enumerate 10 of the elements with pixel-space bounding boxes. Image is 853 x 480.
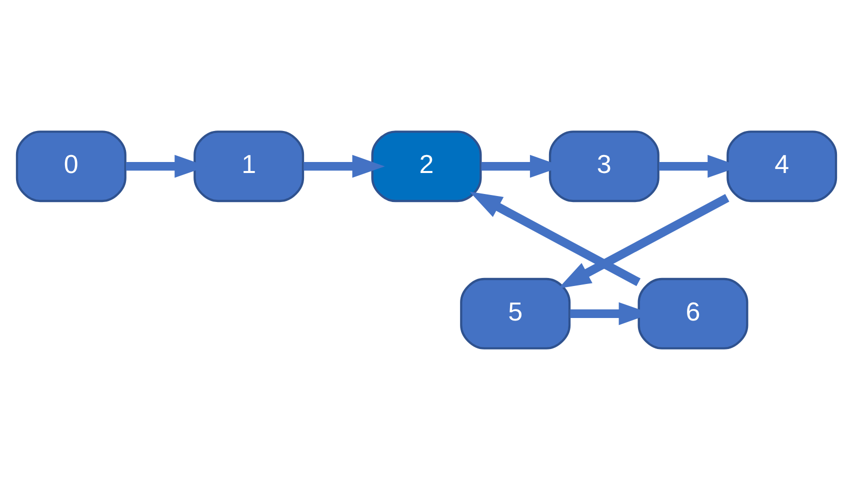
node-box: 6	[638, 278, 748, 350]
arrow	[558, 194, 730, 288]
node-box: 0	[16, 130, 126, 202]
node-box: 4	[726, 130, 838, 202]
node-box: 2	[371, 130, 482, 202]
node-box: 5	[460, 278, 571, 350]
arrow	[304, 154, 385, 178]
node-box: 1	[194, 130, 304, 202]
arrow	[470, 192, 641, 286]
node-box: 3	[548, 130, 660, 202]
